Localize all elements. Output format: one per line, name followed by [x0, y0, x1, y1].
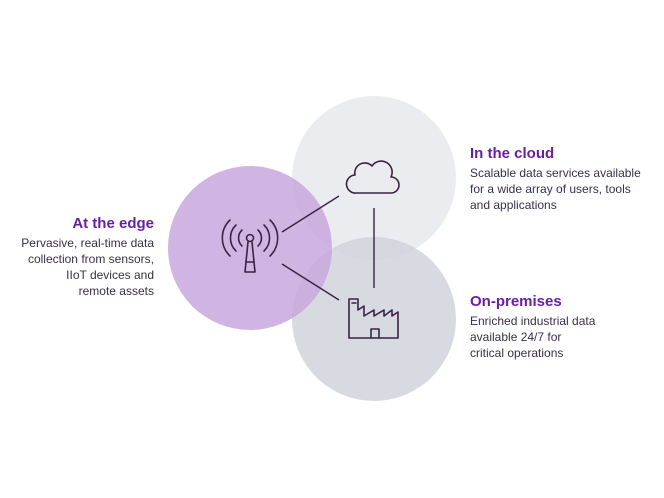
cloud-desc-line: for a wide array of users, tools [470, 182, 631, 196]
edge-circle [168, 166, 332, 330]
cloud-desc-line: Scalable data services available [470, 166, 641, 180]
connector-edge-cloud [281, 195, 340, 233]
connector-lines [281, 195, 375, 301]
edge-desc-line: collection from sensors, [27, 252, 154, 266]
cloud-circle [292, 96, 456, 260]
cloud-title: In the cloud [470, 145, 555, 162]
cloud-text-block: In the cloud Scalable data services avai… [470, 145, 641, 213]
edge-desc-line: IIoT devices and [66, 268, 154, 282]
cloud-desc-line: and applications [470, 198, 557, 212]
onprem-text-block: On-premises Enriched industrial data ava… [470, 293, 595, 361]
factory-icon [348, 298, 399, 339]
onprem-desc-line: critical operations [470, 346, 564, 360]
edge-desc-line: remote assets [78, 284, 154, 298]
edge-desc-line: Pervasive, real-time data [21, 236, 154, 250]
edge-title: At the edge [72, 215, 154, 232]
onprem-desc-line: Enriched industrial data [470, 314, 596, 328]
antenna-icon [221, 219, 279, 273]
edge-text-block: At the edge Pervasive, real-time data co… [21, 215, 154, 299]
connector-edge-onprem [281, 263, 340, 301]
cloud-icon [345, 160, 400, 194]
onprem-title: On-premises [470, 293, 562, 310]
onprem-circle [292, 237, 456, 401]
onprem-desc-line: available 24/7 for [470, 330, 562, 344]
